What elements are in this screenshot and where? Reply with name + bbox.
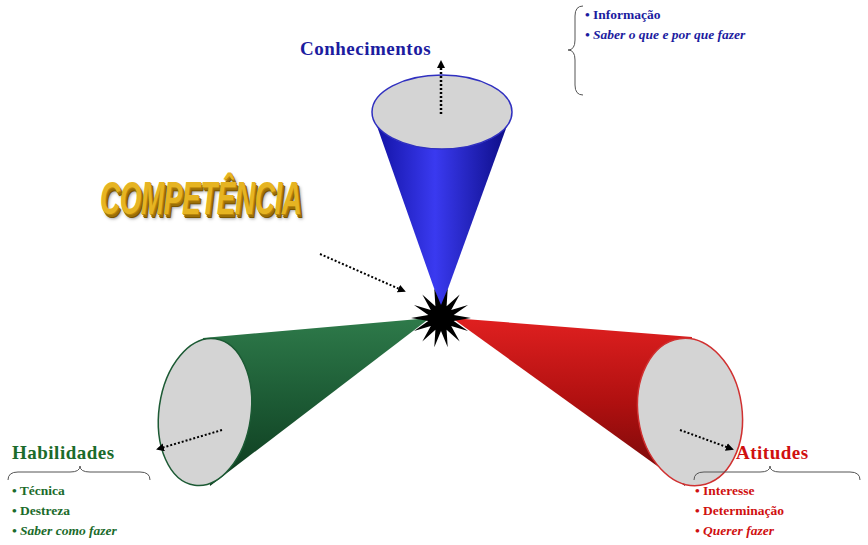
skills-cone (149, 318, 430, 492)
bullet-item: • Querer fazer (695, 522, 864, 540)
cone-base (149, 332, 261, 491)
leader-line (680, 430, 732, 449)
bullet-item: • Interesse (695, 482, 864, 500)
bullet-item: • Destreza (12, 502, 201, 520)
starburst (411, 289, 471, 347)
bullet-item: • Saber o que e por que fazer (585, 26, 769, 44)
brace (8, 466, 150, 480)
cone-base (628, 331, 752, 492)
bullet-item: • Técnica (12, 482, 201, 500)
brace (694, 466, 860, 480)
bullet-item: • Determinação (695, 502, 864, 520)
bullet-item: • Saber como fazer (12, 522, 201, 540)
leader-line (320, 254, 404, 291)
bullet-item: • Informação (585, 6, 769, 24)
leader-line (158, 430, 222, 449)
attitudes-cone (452, 318, 752, 493)
category-heading: Habilidades (12, 440, 115, 466)
category-heading: Conhecimentos (300, 36, 431, 62)
category-heading: Atitudes (736, 440, 809, 466)
brace (568, 6, 583, 95)
competence-title: COMPETÊNCIA (100, 168, 302, 230)
leader-line (440, 62, 443, 114)
